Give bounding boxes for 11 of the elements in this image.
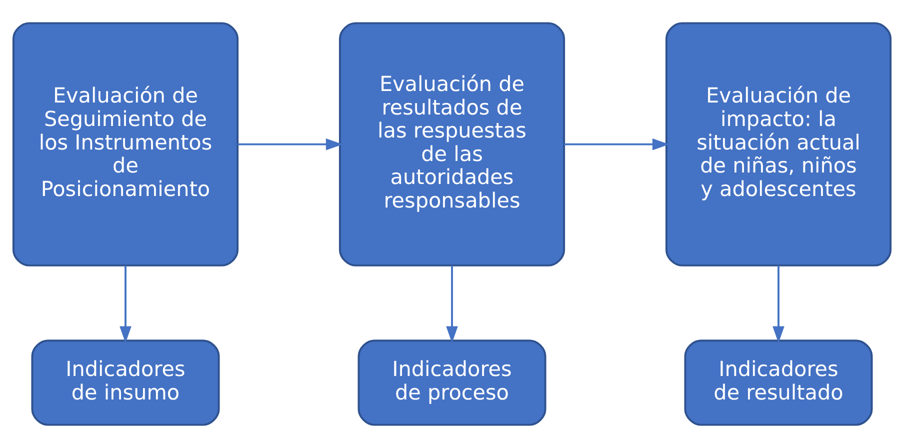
node-box: Evaluación de impacto: la situación actual de niñas, niños y adolescentes (665, 22, 892, 266)
arrow (772, 266, 784, 344)
node-box: Evaluación de resultados de las respuestas de las autoridades responsables (338, 22, 566, 266)
node-box: Indicadores de proceso (358, 340, 546, 426)
node-box: Evaluación de Seguimiento de los Instrumentos de Posicionamiento (12, 22, 239, 266)
node-box: Indicadores de insumo (31, 340, 220, 426)
arrow (120, 266, 132, 344)
arrow (564, 138, 670, 150)
node-box: Indicadores de resultado (684, 340, 873, 426)
arrow (446, 266, 458, 344)
arrow (238, 138, 343, 150)
